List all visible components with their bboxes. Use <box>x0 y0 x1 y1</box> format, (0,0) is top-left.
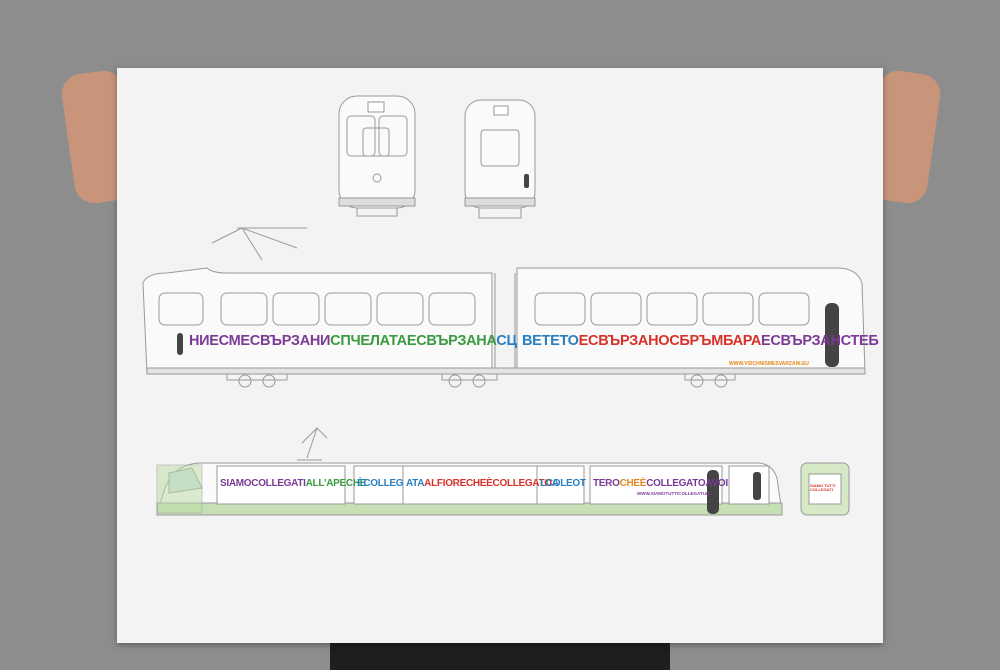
slogan-segment: SIAMOCOLLEGATI <box>220 478 306 489</box>
old-tram-rear-view <box>464 99 536 219</box>
slogan-segment: СЦ <box>496 333 517 349</box>
slogan-segment: ВЕТЕТО <box>522 333 579 349</box>
old-tram-url: WWW.VSICHNISMESVARZANI.EU <box>729 361 809 367</box>
slogan-segment: НИЕСМЕ <box>189 333 250 349</box>
modern-panel-1: SIAMOCOLLEGATIALL'APECHE <box>220 479 366 489</box>
modern-panel-3: ATAALFIORECHEÈCOLLEGATOA <box>406 479 559 489</box>
slogan-segment: A <box>551 478 559 489</box>
slogan-segment: ЕСВЪРЗАНА <box>406 333 497 349</box>
slogan-segment: TERO <box>593 478 620 489</box>
slogan-segment: СВЪРЗАНИ <box>249 333 331 349</box>
slogan-segment: LCOLEOT <box>540 478 586 489</box>
modern-panel-5: TEROCHEÈCOLLEGATOAVOI <box>593 479 728 489</box>
slogan-segment: CHEÈ <box>619 478 647 489</box>
slogan-segment: ЕСВЪРЗАН <box>761 333 841 349</box>
old-tram-car1-slogan: НИЕСМЕСВЪРЗАНИСПЧЕЛАТАЕСВЪРЗАНАСЦ <box>189 334 517 349</box>
slogan-segment: ÈCOLLEG <box>357 478 404 489</box>
slogan-segment: СБРЪМБАРА <box>669 333 762 349</box>
old-tram-car2-slogan: ВЕТЕТОЕСВЪРЗАНОСБРЪМБАРАЕСВЪРЗАНСТЕБ <box>522 334 879 349</box>
old-tram-front-view <box>338 95 416 217</box>
old-tram-side-view <box>142 227 866 388</box>
modern-panel-2: ÈCOLLEG <box>357 478 404 489</box>
slogan-segment: СТЕБ <box>840 333 879 349</box>
modern-panel-4: LCOLEOT <box>540 479 586 489</box>
slogan-segment: ЕСВЪРЗАНО <box>578 333 670 349</box>
modern-tram-rear-text: SIAMO TUTTI COLLEGATI <box>810 483 836 492</box>
slogan-segment: COLLEGATOAVOI <box>646 478 728 489</box>
tram-poster: НИЕСМЕСВЪРЗАНИСПЧЕЛАТАЕСВЪРЗАНАСЦ ВЕТЕТО… <box>117 68 883 643</box>
tram-drawings <box>142 95 866 516</box>
slogan-segment: СПЧЕЛАТА <box>330 333 407 349</box>
modern-tram-side-view <box>156 427 850 516</box>
slogan-segment: ALFIORECHEÈCOLLEGATO <box>424 478 552 489</box>
slogan-segment: ATA <box>406 478 425 489</box>
slogan-segment: ALL'APECHE <box>305 478 367 489</box>
modern-tram-url: WWW.SIAMOTUTTICOLLEGATI.EU <box>637 491 712 496</box>
